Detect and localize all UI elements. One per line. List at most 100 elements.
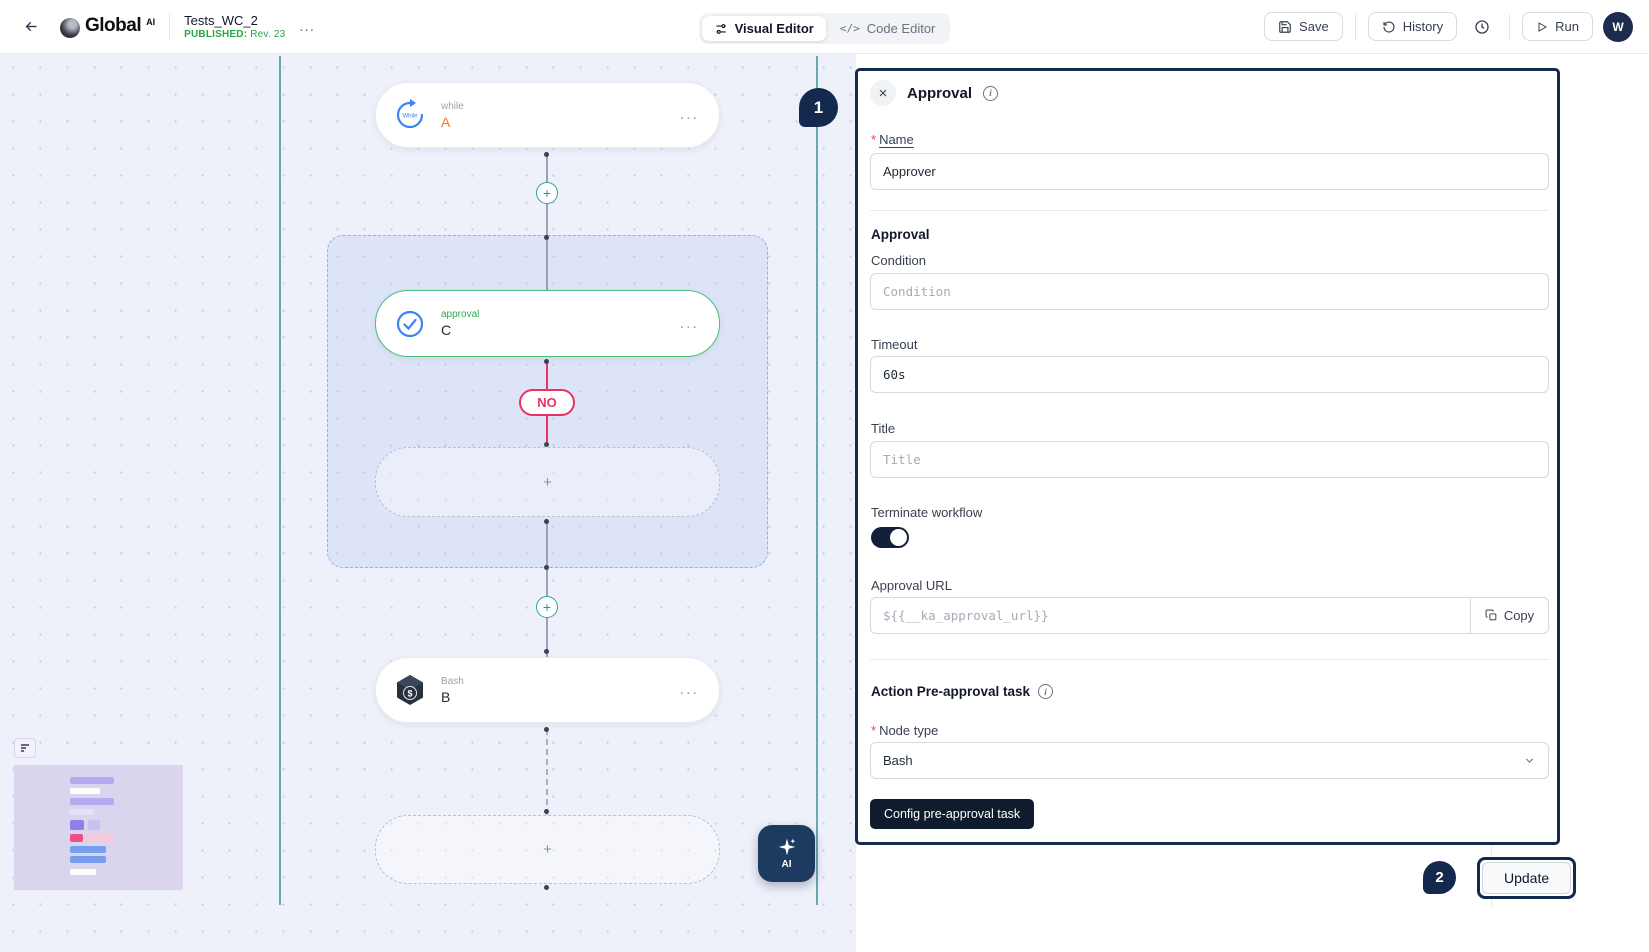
tab-code-editor[interactable]: </> Code Editor (828, 16, 948, 41)
svg-text:$: $ (407, 689, 412, 699)
timeout-input[interactable] (870, 356, 1549, 393)
list-icon (21, 744, 29, 752)
config-pre-approval-button[interactable]: Config pre-approval task (870, 799, 1035, 829)
update-button[interactable]: Update (1482, 862, 1572, 894)
node-meta: Bash B (441, 676, 464, 705)
editor-mode-tabs: Visual Editor </> Code Editor (698, 13, 951, 44)
edge-dot (544, 359, 549, 364)
terminate-workflow-toggle[interactable] (871, 527, 909, 548)
edge-line-no (546, 361, 548, 389)
node-type-label: Bash (441, 675, 464, 687)
edge-dot (544, 235, 549, 240)
revision-label: Rev. 23 (250, 29, 286, 40)
info-icon[interactable]: i (1038, 684, 1054, 699)
workflow-canvas[interactable]: + + While while A ... approval C ... (0, 54, 856, 952)
minimap-bar (70, 788, 100, 794)
run-play-icon (1538, 21, 1548, 32)
edge-dot (544, 565, 549, 570)
back-button[interactable] (16, 12, 46, 42)
title-input[interactable] (870, 441, 1549, 478)
minimap-bar (70, 846, 106, 853)
pre-approval-section-title: Action Pre-approval task i (871, 684, 1054, 699)
canvas-guide-line-right (816, 56, 818, 905)
tab-visual-editor[interactable]: Visual Editor (701, 16, 826, 41)
tab-visual-editor-label: Visual Editor (734, 21, 814, 36)
save-icon (1279, 20, 1291, 33)
back-arrow-icon (25, 21, 36, 32)
node-type-select[interactable]: Bash (870, 742, 1549, 779)
minimap-bar (70, 869, 96, 875)
placeholder-node[interactable]: + (375, 815, 720, 884)
edge-dot (544, 727, 549, 732)
close-panel-button[interactable]: × (870, 80, 896, 106)
node-name: B (441, 688, 451, 705)
name-label: *Name (871, 132, 914, 147)
approval-section-title: Approval (871, 227, 930, 242)
history-button[interactable]: History (1367, 12, 1458, 41)
panel-title: Approval (907, 84, 973, 102)
ai-assistant-button[interactable]: AI (758, 825, 815, 882)
node-bash-B[interactable]: $ Bash B ... (375, 657, 720, 723)
placeholder-node[interactable]: + (375, 447, 720, 517)
node-name: C (441, 322, 452, 338)
schedule-button[interactable] (1467, 12, 1497, 42)
top-bar: Global AI Tests_WC_2 PUBLISHED: Rev. 23 … (0, 0, 1649, 54)
required-mark: * (871, 132, 877, 147)
add-step-button[interactable]: + (536, 596, 558, 618)
required-mark: * (871, 723, 877, 738)
header-divider (169, 13, 171, 40)
node-type-label: while (441, 100, 464, 112)
minimap-bar (70, 834, 83, 842)
minimap-bar (86, 834, 114, 842)
node-meta: while A (441, 101, 464, 130)
copy-icon (1485, 609, 1497, 621)
annotation-badge-2: 2 (1423, 861, 1456, 894)
bash-icon: $ (392, 672, 428, 708)
save-button[interactable]: Save (1264, 12, 1343, 41)
header-divider (1509, 13, 1511, 40)
svg-text:While: While (402, 114, 418, 120)
outline-toggle-button[interactable] (14, 738, 36, 758)
no-branch-badge: NO (519, 389, 575, 416)
condition-label: Condition (871, 253, 926, 268)
globe-logo-icon (60, 18, 80, 38)
node-meta: approval C (441, 309, 479, 338)
minimap-bar (70, 856, 106, 863)
edge-line (546, 237, 548, 290)
while-loop-icon: While (392, 97, 428, 133)
run-button[interactable]: Run (1522, 12, 1593, 41)
edge-dot (544, 809, 549, 814)
edge-dot (544, 885, 549, 890)
divider (870, 659, 1549, 660)
toggle-knob (890, 529, 907, 546)
node-approval-C[interactable]: approval C ... (375, 290, 720, 357)
condition-input[interactable] (870, 273, 1549, 310)
approval-url-group: Copy (870, 597, 1549, 634)
edge-dot (544, 442, 549, 447)
add-step-button[interactable]: + (536, 182, 558, 204)
node-more-button[interactable]: ... (679, 106, 699, 123)
approval-url-input[interactable] (870, 597, 1471, 634)
canvas-guide-line-left (279, 56, 281, 905)
chevron-down-icon (1525, 758, 1534, 763)
node-more-button[interactable]: ... (679, 314, 699, 332)
clock-icon (1475, 19, 1489, 34)
brand-logo: Global AI (60, 15, 155, 38)
code-editor-icon: </> (839, 22, 860, 35)
node-name: A (441, 113, 451, 130)
edge-dot (544, 152, 549, 157)
info-icon[interactable]: i (983, 85, 999, 101)
approval-url-label: Approval URL (871, 578, 952, 593)
workflow-more-button[interactable]: ... (299, 18, 315, 35)
edge-dot (544, 649, 549, 654)
user-avatar[interactable]: W (1603, 11, 1633, 42)
workflow-title-block: Tests_WC_2 PUBLISHED: Rev. 23 (184, 13, 285, 40)
node-more-button[interactable]: ... (679, 681, 699, 698)
minimap[interactable] (14, 765, 183, 890)
approval-icon (392, 306, 428, 342)
node-while-A[interactable]: While while A ... (375, 82, 720, 148)
ai-label: AI (781, 859, 792, 870)
minimap-bar (88, 820, 100, 830)
name-input[interactable] (870, 153, 1549, 190)
copy-url-button[interactable]: Copy (1470, 597, 1549, 634)
